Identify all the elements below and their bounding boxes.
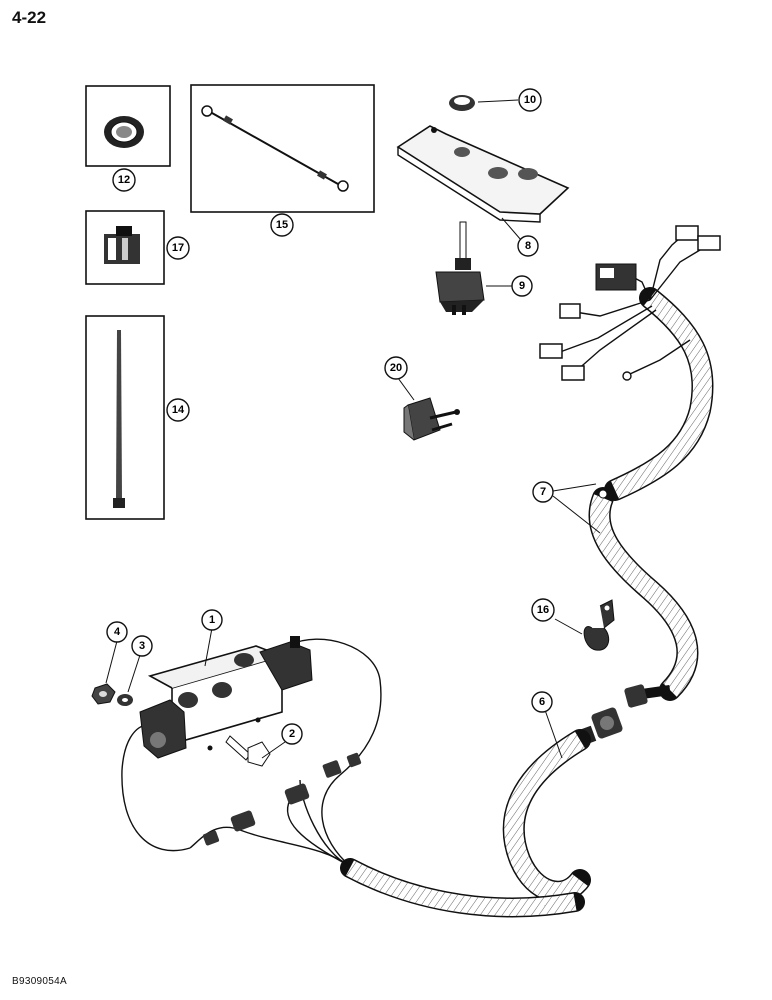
inset-box-14 bbox=[85, 315, 165, 520]
callout-1: 1 bbox=[201, 609, 223, 631]
callout-label-7: 7 bbox=[540, 486, 546, 498]
inset-box-15 bbox=[190, 84, 375, 213]
harness-part-7 bbox=[539, 225, 721, 701]
inset-box-17 bbox=[85, 210, 165, 285]
washer-part-10 bbox=[449, 95, 475, 111]
valve-part-1 bbox=[139, 636, 313, 759]
callout-9: 9 bbox=[511, 275, 533, 297]
callout-16: 16 bbox=[531, 598, 555, 622]
callout-7: 7 bbox=[532, 481, 554, 503]
callout-10: 10 bbox=[518, 88, 542, 112]
callout-label-2: 2 bbox=[289, 728, 295, 740]
callout-label-20: 20 bbox=[390, 362, 402, 374]
callout-4: 4 bbox=[106, 621, 128, 643]
figure-code: B9309054A bbox=[12, 976, 67, 987]
clamp-part-16 bbox=[583, 599, 615, 651]
callout-label-10: 10 bbox=[524, 94, 536, 106]
callout-label-3: 3 bbox=[139, 640, 145, 652]
mounting-plate-part-8 bbox=[396, 125, 570, 223]
page-number: 4-22 bbox=[12, 8, 47, 27]
nut-part-4 bbox=[91, 683, 116, 705]
callout-label-6: 6 bbox=[539, 696, 545, 708]
callout-label-12: 12 bbox=[118, 174, 130, 186]
callout-label-15: 15 bbox=[276, 219, 288, 231]
callout-3: 3 bbox=[131, 635, 153, 657]
callout-15: 15 bbox=[270, 213, 294, 237]
toggle-switch-part-9 bbox=[435, 221, 485, 315]
callout-12: 12 bbox=[112, 168, 136, 192]
callout-14: 14 bbox=[166, 398, 190, 422]
callout-label-16: 16 bbox=[537, 604, 549, 616]
callout-8: 8 bbox=[517, 235, 539, 257]
callout-label-9: 9 bbox=[519, 280, 525, 292]
leader-lines bbox=[105, 99, 601, 759]
washer-part-3 bbox=[117, 694, 133, 706]
inset-box-12 bbox=[85, 85, 171, 167]
callout-2: 2 bbox=[281, 723, 303, 745]
callout-label-17: 17 bbox=[172, 242, 184, 254]
valve-cable bbox=[121, 638, 585, 918]
bolt-part-2 bbox=[225, 735, 271, 767]
callout-20: 20 bbox=[384, 356, 408, 380]
callout-label-8: 8 bbox=[525, 240, 531, 252]
callout-label-4: 4 bbox=[114, 626, 121, 638]
callout-17: 17 bbox=[166, 236, 190, 260]
callout-label-14: 14 bbox=[172, 404, 185, 416]
callout-6: 6 bbox=[531, 691, 553, 713]
harness-part-6 bbox=[502, 729, 591, 903]
callout-label-1: 1 bbox=[209, 614, 215, 626]
circuit-breaker-part-20 bbox=[403, 397, 460, 441]
